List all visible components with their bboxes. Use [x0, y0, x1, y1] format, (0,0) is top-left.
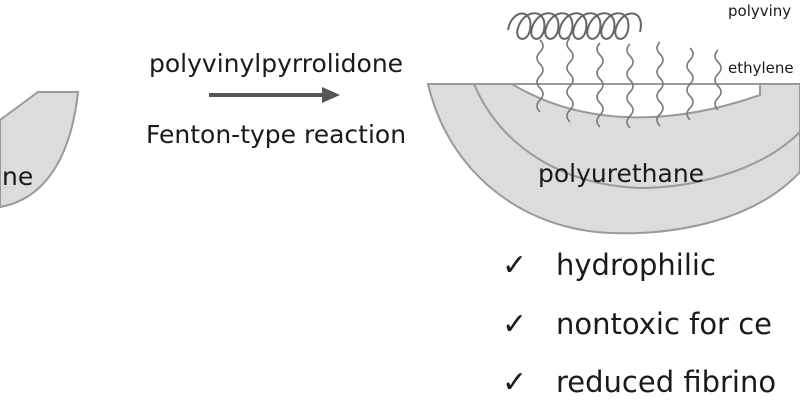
check-icon: ✓: [502, 365, 527, 400]
substrate-label: polyurethane: [538, 159, 704, 188]
left-substrate-bowl: [0, 91, 80, 209]
ethylene-linker-chains: [536, 37, 722, 129]
property-item: hydrophilic: [556, 248, 716, 282]
check-icon: ✓: [502, 307, 527, 342]
check-icon: ✓: [502, 248, 527, 283]
property-item: reduced fibrino: [556, 365, 776, 399]
reagent-label: polyvinylpyrrolidone: [149, 49, 403, 78]
modified-substrate: [426, 83, 800, 235]
property-list: ✓ hydrophilic ✓ nontoxic for ce ✓ reduce…: [502, 248, 776, 400]
reaction-arrow: [209, 87, 340, 103]
reaction-label: Fenton-type reaction: [146, 120, 406, 149]
property-item: nontoxic for ce: [556, 307, 772, 341]
pvp-label: polyviny: [728, 2, 791, 20]
ethylene-label: ethylene: [728, 59, 794, 77]
left-substrate-label: ne: [2, 162, 33, 191]
substrate-bowl-inner: [472, 83, 800, 190]
pvp-coil: [507, 12, 642, 40]
